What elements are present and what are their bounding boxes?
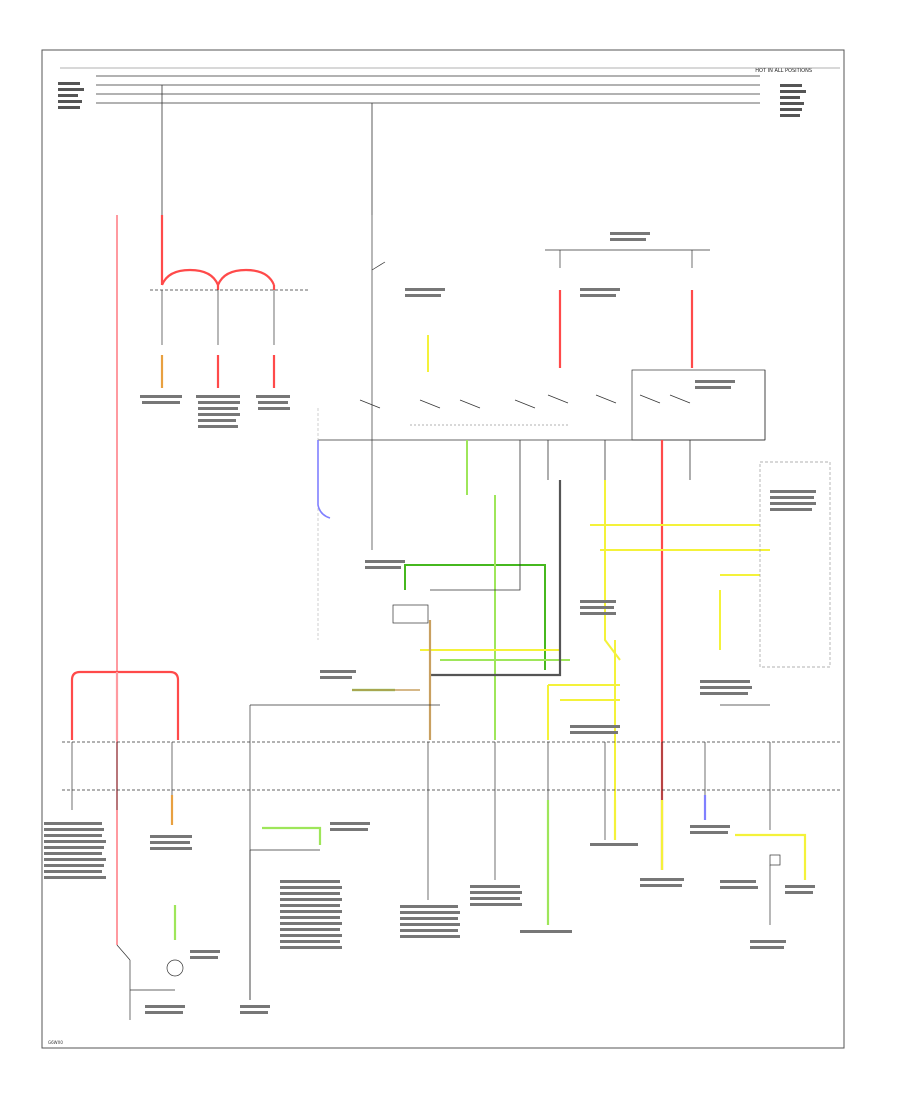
top-left-fuses xyxy=(150,289,310,345)
motor-symbol xyxy=(166,959,184,977)
center-harness xyxy=(352,480,570,740)
top-bus xyxy=(60,67,840,104)
bottom-left-components xyxy=(116,849,781,1020)
top-left-drops xyxy=(160,355,276,388)
colored-fuse-drops xyxy=(170,795,807,940)
right-relay-top xyxy=(545,249,766,441)
right-red-drops xyxy=(558,290,694,870)
red-top-branch xyxy=(160,215,276,290)
ignition-switch-area xyxy=(317,215,766,640)
fuse-block-line xyxy=(62,704,840,791)
main-verticals xyxy=(161,85,373,215)
fuse-drops xyxy=(71,742,771,1000)
footer-code: G6WX0 xyxy=(48,1040,63,1045)
right-module-box xyxy=(759,461,831,668)
diagram-frame xyxy=(41,49,845,1049)
bus-end-labels xyxy=(58,82,806,117)
lower-left-red xyxy=(70,670,180,740)
right-yellow-wires xyxy=(547,480,770,840)
ignition-drops xyxy=(317,440,691,550)
header-title: HOT IN ALL POSITIONS xyxy=(755,68,812,74)
component-labels xyxy=(44,232,816,1014)
